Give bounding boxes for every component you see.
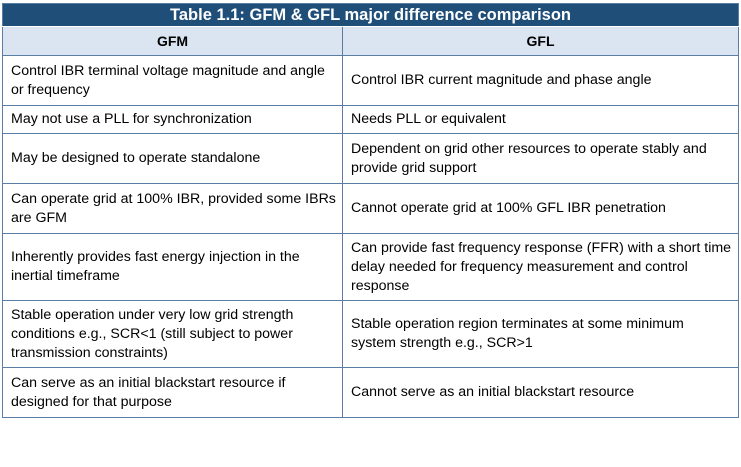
gfl-cell: Control IBR current magnitude and phase … <box>341 55 740 106</box>
table-row: Can serve as an initial blackstart resou… <box>2 367 740 418</box>
gfm-cell: May not use a PLL for synchronization <box>2 105 343 134</box>
column-header-gfm: GFM <box>2 26 343 56</box>
gfm-cell: Stable operation under very low grid str… <box>2 300 343 368</box>
gfm-cell: Inherently provides fast energy injectio… <box>2 233 343 301</box>
gfl-cell: Cannot serve as an initial blackstart re… <box>341 367 740 418</box>
gfm-gfl-comparison-table: Table 1.1: GFM & GFL major difference co… <box>1 3 740 418</box>
gfl-cell: Needs PLL or equivalent <box>341 105 740 134</box>
table-row: Can operate grid at 100% IBR, provided s… <box>2 183 740 234</box>
comparison-table-container: Table 1.1: GFM & GFL major difference co… <box>1 3 740 418</box>
column-header-gfl: GFL <box>341 26 740 56</box>
gfm-cell: Can operate grid at 100% IBR, provided s… <box>2 183 343 234</box>
table-row: Stable operation under very low grid str… <box>2 300 740 368</box>
gfl-cell: Can provide fast frequency response (FFR… <box>341 233 740 301</box>
gfl-cell: Cannot operate grid at 100% GFL IBR pene… <box>341 183 740 234</box>
table-row: Control IBR terminal voltage magnitude a… <box>2 55 740 106</box>
table-row: May be designed to operate standalone De… <box>2 133 740 184</box>
table-row: Inherently provides fast energy injectio… <box>2 233 740 301</box>
gfl-cell: Stable operation region terminates at so… <box>341 300 740 368</box>
table-title: Table 1.1: GFM & GFL major difference co… <box>1 3 740 27</box>
gfm-cell: May be designed to operate standalone <box>2 133 343 184</box>
gfl-cell: Dependent on grid other resources to ope… <box>341 133 740 184</box>
gfm-cell: Can serve as an initial blackstart resou… <box>2 367 343 418</box>
table-row: May not use a PLL for synchronization Ne… <box>2 105 740 134</box>
gfm-cell: Control IBR terminal voltage magnitude a… <box>2 55 343 106</box>
